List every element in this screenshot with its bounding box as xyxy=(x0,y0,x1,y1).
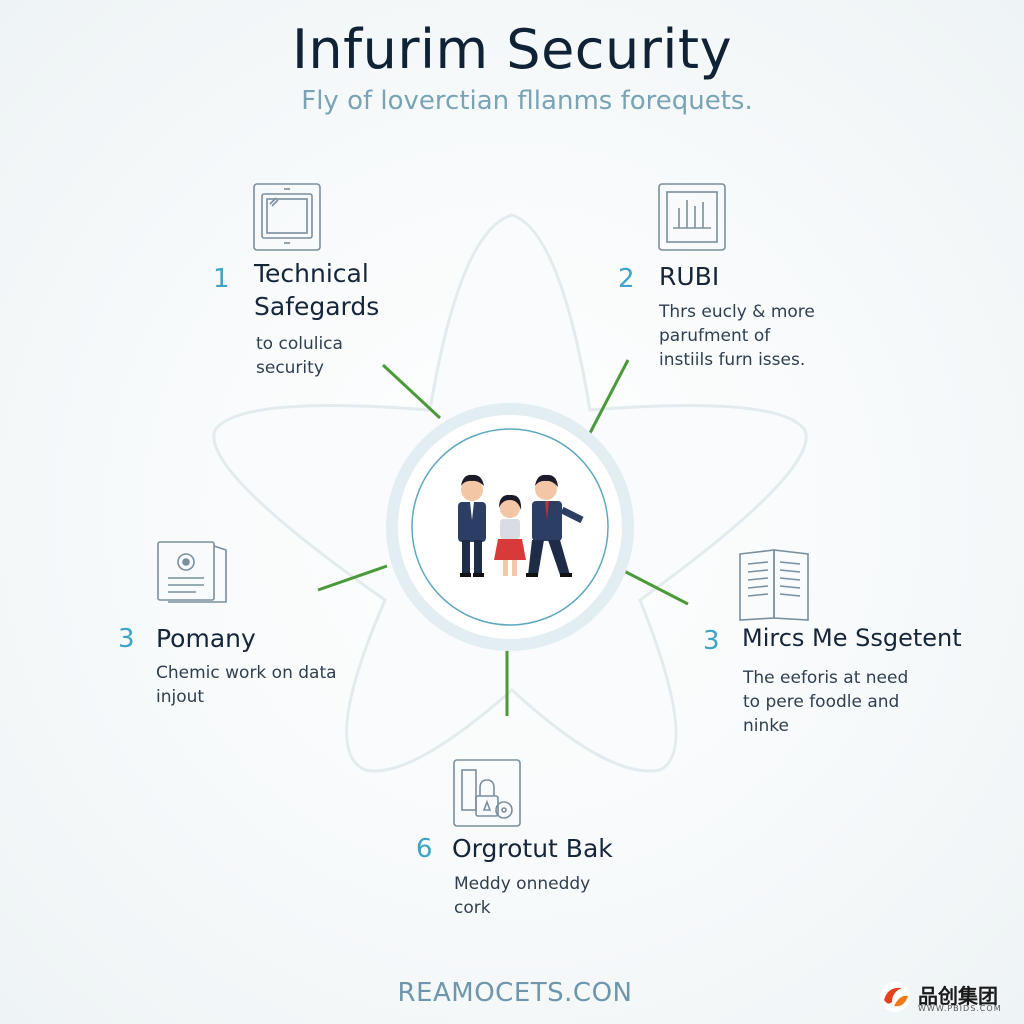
item-5-desc-line2: cork xyxy=(454,898,491,918)
page-title: Infurim Security xyxy=(291,18,733,81)
item-1-desc-line2: security xyxy=(256,358,324,378)
watermark-logo-icon xyxy=(880,982,910,1012)
item-1-description: to colulica security xyxy=(256,332,343,380)
item-4-description: The eeforis at need to pere foodle and n… xyxy=(743,666,908,738)
item-5-number: 6 xyxy=(416,834,433,864)
item-5-title: Orgrotut Bak xyxy=(452,834,613,863)
watermark-url: WWW.PBIDS.COM xyxy=(918,1004,1002,1013)
item-2-title: RUBI xyxy=(659,262,720,291)
item-3-desc-line2: injout xyxy=(156,687,205,707)
item-1-title-line1: Technical xyxy=(254,259,369,288)
lock-key-icon xyxy=(453,759,521,827)
item-3-desc-line1: Chemic work on data xyxy=(156,663,337,683)
bar-chart-icon xyxy=(658,183,726,251)
item-2-desc-line1: Thrs eucly & more xyxy=(659,302,815,322)
connector-line-3 xyxy=(317,564,388,592)
item-3-title: Pomany xyxy=(156,624,256,653)
item-4-number: 3 xyxy=(703,626,720,656)
item-3-description: Chemic work on data injout xyxy=(156,661,337,709)
item-5-description: Meddy onneddy cork xyxy=(454,872,590,920)
item-2-desc-line2: parufment of xyxy=(659,326,771,346)
watermark-logo: 品创集团 WWW.PBIDS.COM xyxy=(878,980,1008,1016)
item-2-description: Thrs eucly & more parufment of instiils … xyxy=(659,300,815,372)
item-3-number: 3 xyxy=(118,624,135,654)
item-5-desc-line1: Meddy onneddy xyxy=(454,874,591,894)
page-subtitle: Fly of loverctian fllanms forequets. xyxy=(301,86,753,116)
item-4-desc-line2: to pere foodle and xyxy=(743,692,900,712)
item-4-desc-line1: The eeforis at need xyxy=(743,668,909,688)
connector-line-2 xyxy=(588,359,630,434)
connector-line-4 xyxy=(621,568,689,606)
item-4-desc-line3: ninke xyxy=(743,716,789,736)
person-right-figure xyxy=(526,474,584,577)
item-2-number: 2 xyxy=(618,264,635,294)
item-1-number: 1 xyxy=(213,264,230,294)
tablet-icon xyxy=(253,183,321,251)
item-4-title: Mircs Me Ssgetent xyxy=(742,624,962,652)
certificate-document-icon xyxy=(157,541,227,603)
open-book-icon xyxy=(739,549,809,621)
footer-url: REAMOCETS.CON xyxy=(397,978,633,1008)
watermark-text: 品创集团 xyxy=(918,984,998,1008)
item-1-desc-line1: to colulica xyxy=(256,334,343,354)
item-1-title: Technical Safegards xyxy=(254,257,379,323)
item-1-title-line2: Safegards xyxy=(254,292,380,321)
connector-line-1 xyxy=(381,363,442,420)
person-left-figure xyxy=(458,474,486,577)
team-illustration xyxy=(458,474,584,577)
person-child-figure xyxy=(494,494,526,576)
item-2-desc-line3: instiils furn isses. xyxy=(659,350,806,370)
